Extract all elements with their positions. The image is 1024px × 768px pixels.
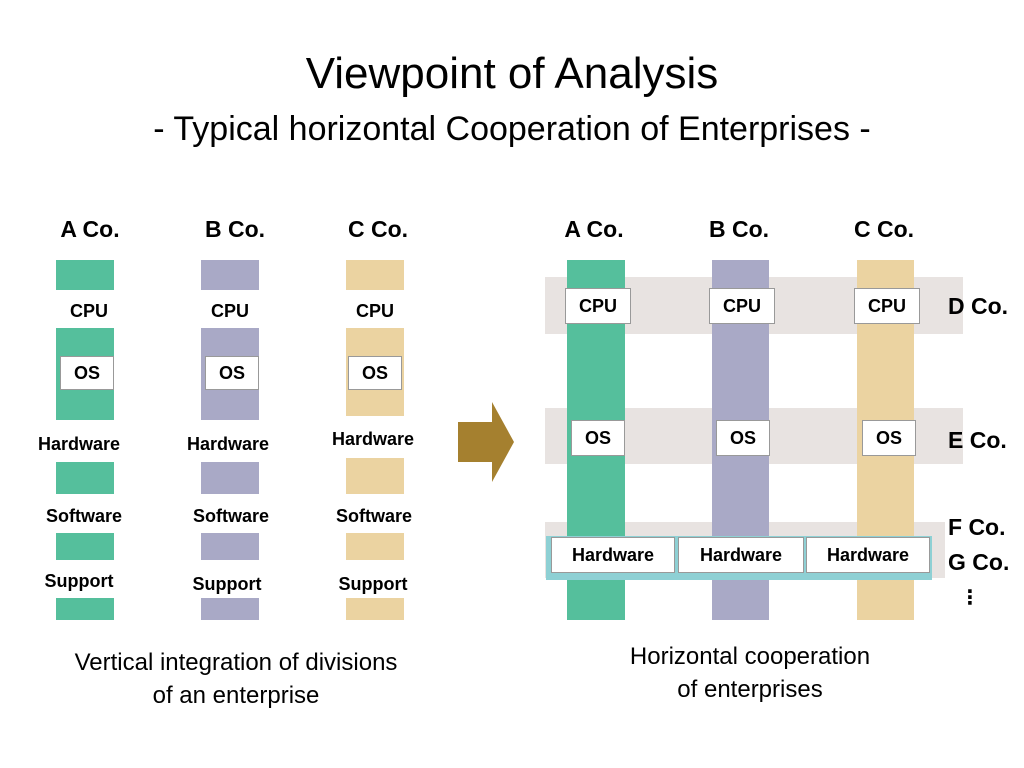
b-hardware-box: Hardware: [678, 537, 804, 573]
right-header-b-company: B Co.: [708, 216, 770, 242]
b-support-label: Support: [192, 574, 262, 594]
f-company-label: F Co.: [948, 514, 1006, 540]
a-support-segment: [56, 598, 114, 620]
b-hardware-label: Hardware: [186, 434, 270, 454]
e-company-label: E Co.: [948, 427, 1007, 453]
a-cpu-segment: [56, 260, 114, 290]
a-support-label: Support: [44, 571, 114, 591]
b-cpu-label: CPU: [210, 301, 249, 321]
b-hardware-segment: [201, 462, 259, 494]
d-company-label: D Co.: [948, 293, 1009, 319]
a-hardware-box: Hardware: [551, 537, 675, 573]
c-cpu-segment: [346, 260, 404, 290]
right-caption-line-2: of enterprises: [677, 676, 823, 703]
c-software-label: Software: [335, 506, 413, 526]
c-software-segment: [346, 533, 404, 560]
c-cpu-label: CPU: [355, 301, 394, 321]
b-support-segment: [201, 598, 259, 620]
left-caption: Vertical integration of divisions of an …: [20, 646, 452, 712]
b-software-label: Software: [192, 506, 270, 526]
c-hardware-label: Hardware: [331, 429, 415, 449]
left-header-b-company: B Co.: [204, 216, 266, 242]
slide-subtitle: - Typical horizontal Cooperation of Ente…: [153, 110, 871, 148]
a-os-box: OS: [60, 356, 114, 390]
c-os-box-right: OS: [862, 420, 916, 456]
left-caption-line-2: of an enterprise: [152, 682, 320, 709]
a-hardware-label: Hardware: [37, 434, 121, 454]
c-hardware-segment: [346, 458, 404, 494]
more-companies-ellipsis: ⋮: [960, 587, 980, 609]
b-cpu-segment: [201, 260, 259, 290]
right-arrow-icon: [458, 402, 514, 482]
a-software-segment: [56, 533, 114, 560]
slide-title: Viewpoint of Analysis: [305, 49, 719, 98]
g-company-label: G Co.: [948, 549, 1010, 575]
a-cpu-label: CPU: [69, 301, 108, 321]
b-os-box: OS: [205, 356, 259, 390]
b-cpu-box: CPU: [709, 288, 775, 324]
b-os-box-right: OS: [716, 420, 770, 456]
right-caption-line-1: Horizontal cooperation: [629, 643, 871, 670]
right-header-c-company: C Co.: [853, 216, 915, 242]
c-hardware-box: Hardware: [806, 537, 930, 573]
c-support-segment: [346, 598, 404, 620]
c-os-box: OS: [348, 356, 402, 390]
b-software-segment: [201, 533, 259, 560]
right-header-a-company: A Co.: [564, 216, 624, 242]
right-caption: Horizontal cooperation of enterprises: [560, 640, 940, 706]
a-os-box-right: OS: [571, 420, 625, 456]
a-software-label: Software: [45, 506, 123, 526]
c-cpu-box: CPU: [854, 288, 920, 324]
a-cpu-box: CPU: [565, 288, 631, 324]
c-support-label: Support: [338, 574, 408, 594]
left-header-a-company: A Co.: [60, 216, 120, 242]
left-header-c-company: C Co.: [347, 216, 409, 242]
a-hardware-segment: [56, 462, 114, 494]
left-caption-line-1: Vertical integration of divisions: [74, 649, 398, 676]
